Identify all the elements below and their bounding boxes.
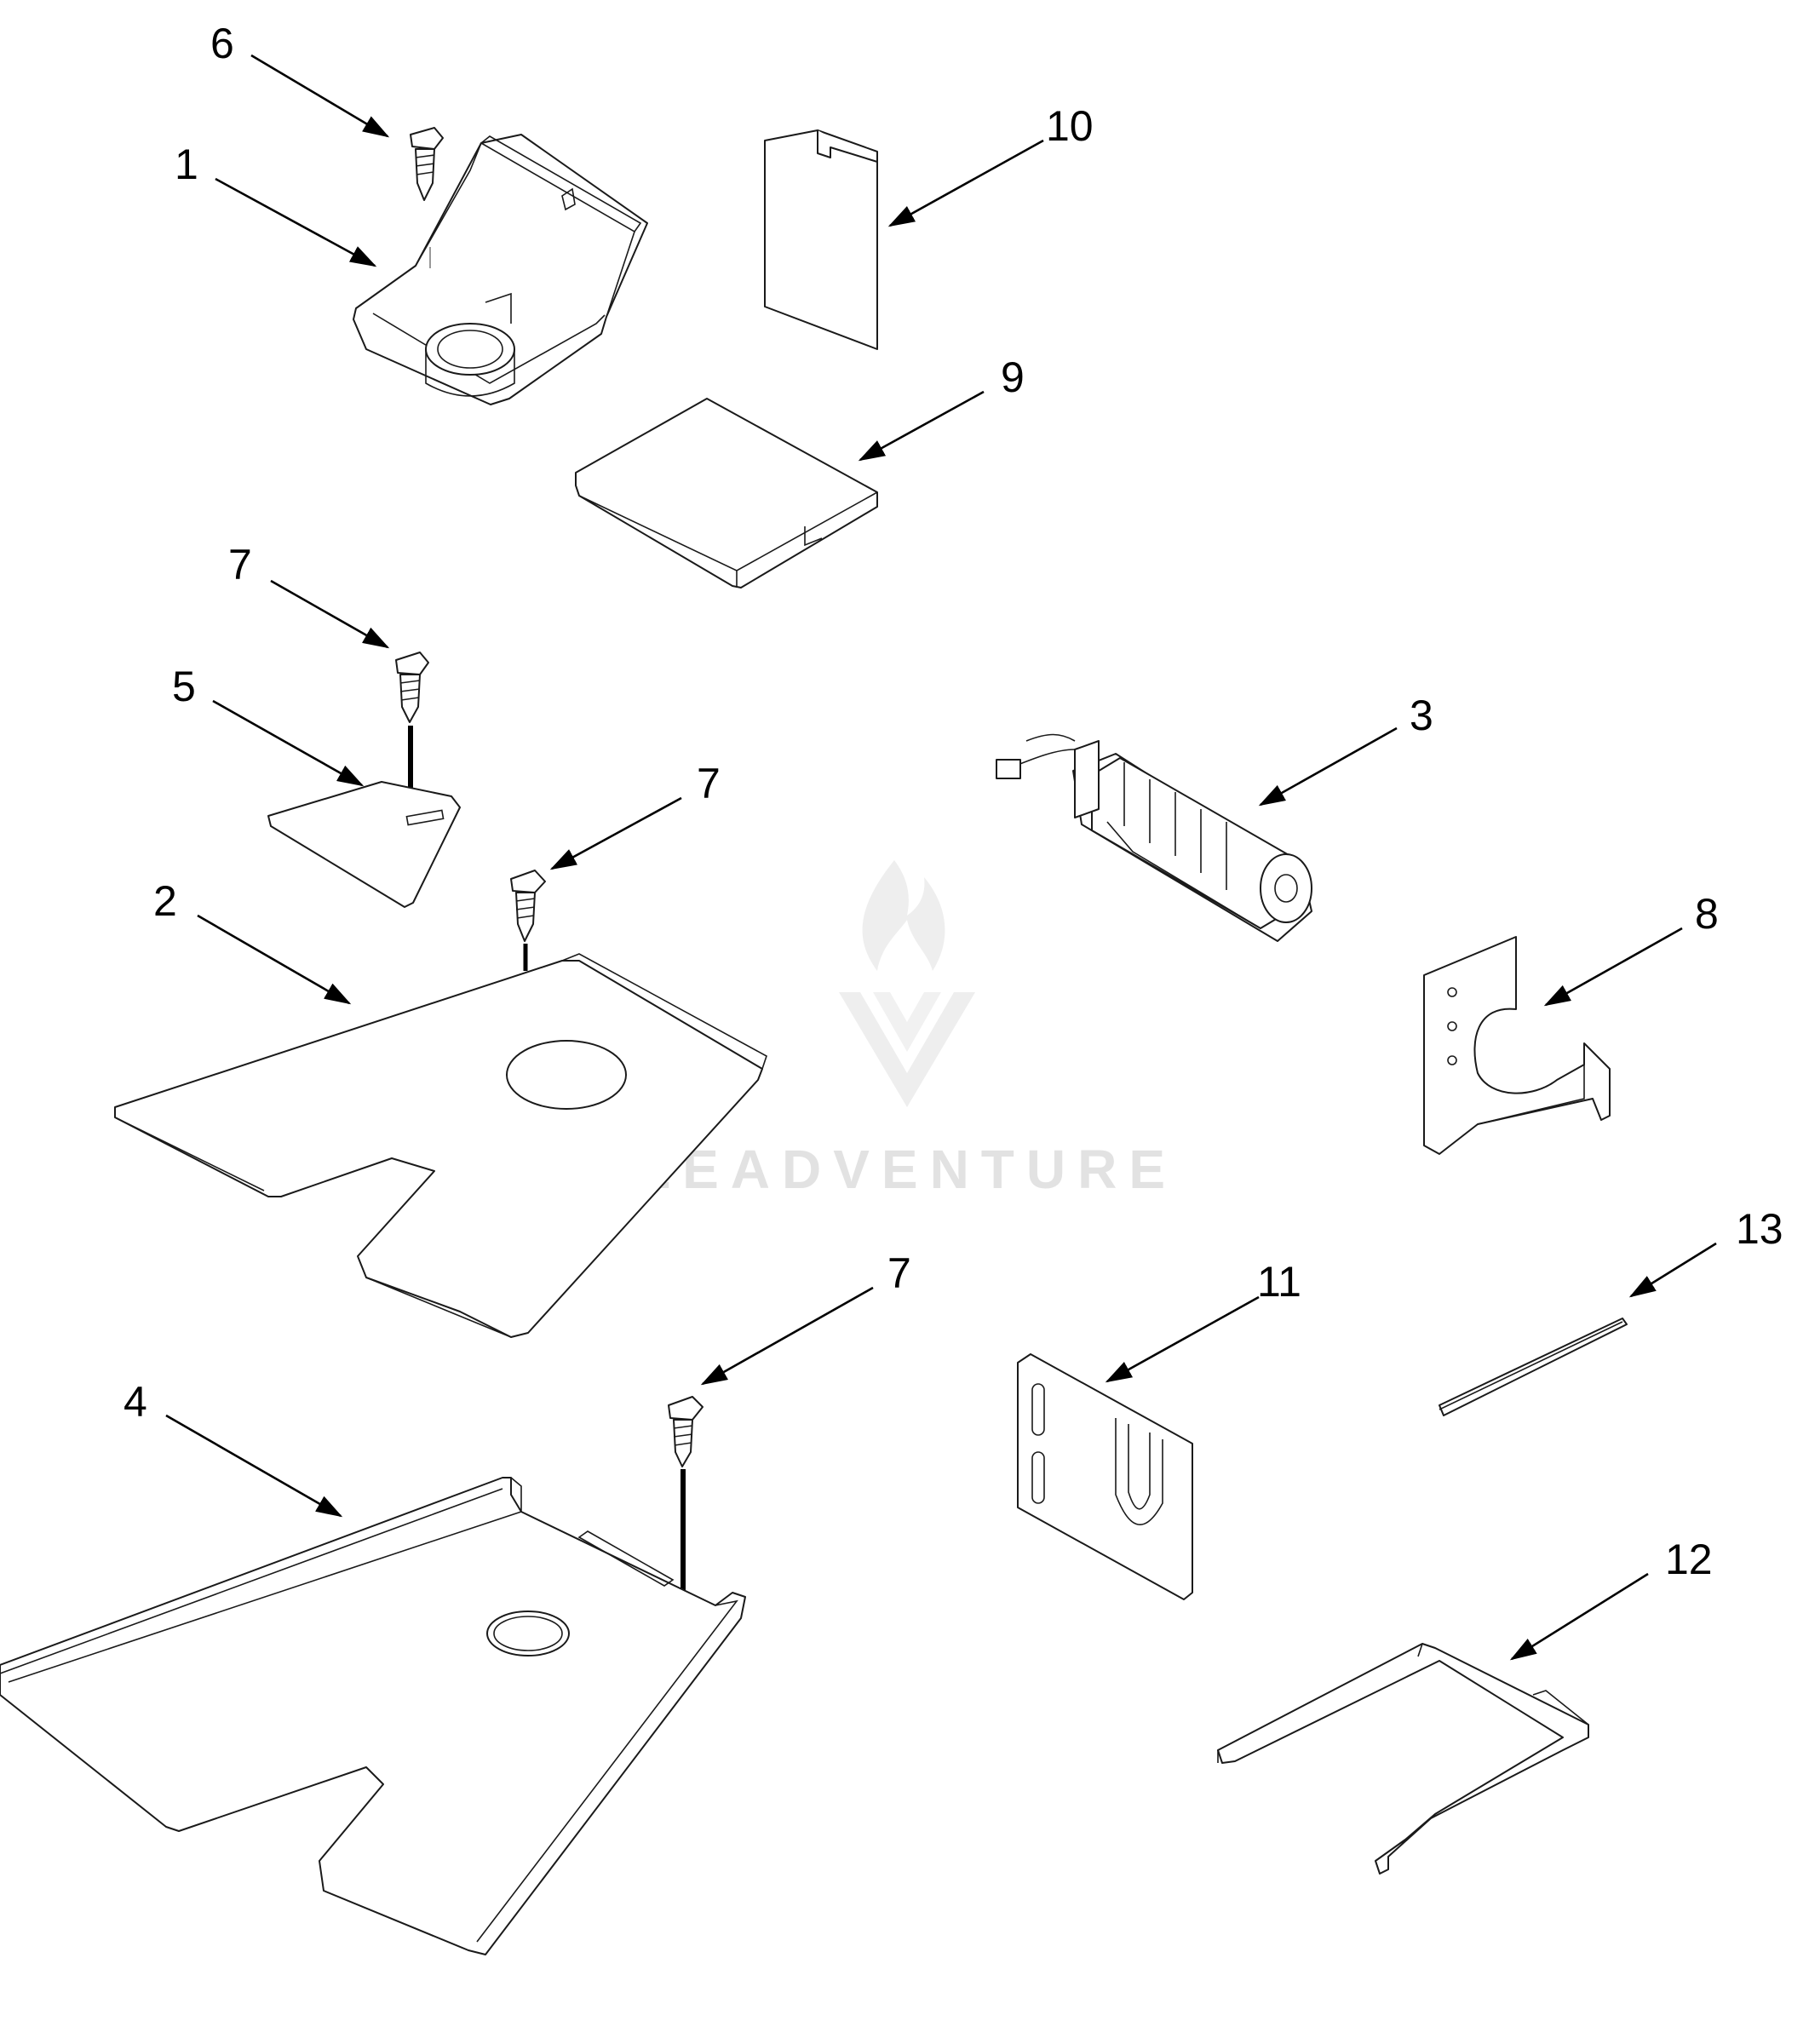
- part-4-lower-base: [0, 1477, 746, 1955]
- leader-arrows: [165, 54, 1717, 1661]
- part-7-screw-b: [510, 870, 546, 971]
- callout-11: 11: [1257, 1258, 1301, 1306]
- callout-10: 10: [1046, 102, 1094, 150]
- part-3-blower: [996, 733, 1312, 942]
- watermark-text: LEADVENTURE: [637, 1139, 1177, 1200]
- callout-12: 12: [1665, 1536, 1713, 1583]
- callout-labels: 6 1 10 9 7 5 7 2 3 8 13 11 7 4 12: [123, 20, 1783, 1583]
- part-9-tray: [575, 398, 878, 589]
- callout-2: 2: [153, 877, 177, 925]
- part-1-housing: [353, 134, 648, 405]
- callout-4: 4: [123, 1378, 147, 1426]
- callout-9: 9: [1001, 353, 1025, 401]
- callout-8: 8: [1695, 890, 1719, 938]
- callout-7a: 7: [228, 541, 252, 589]
- callout-6: 6: [210, 20, 234, 67]
- part-8-bracket: [1423, 936, 1611, 1155]
- callout-7b: 7: [697, 760, 721, 807]
- flame-logo-icon: [839, 860, 975, 1107]
- callout-1: 1: [175, 141, 198, 188]
- callout-5: 5: [172, 663, 196, 710]
- part-2-base-plate: [114, 953, 767, 1338]
- part-11-slot-plate: [1017, 1353, 1193, 1600]
- part-10-panel: [764, 129, 878, 350]
- part-5-plate: [267, 781, 461, 908]
- callout-7c: 7: [887, 1249, 911, 1297]
- part-13-strip: [1439, 1318, 1628, 1416]
- part-6-screw: [410, 127, 444, 201]
- callout-3: 3: [1410, 692, 1433, 739]
- callout-13: 13: [1736, 1205, 1783, 1253]
- watermark: LEADVENTURE: [637, 860, 1177, 1200]
- part-12-frame: [1217, 1643, 1589, 1875]
